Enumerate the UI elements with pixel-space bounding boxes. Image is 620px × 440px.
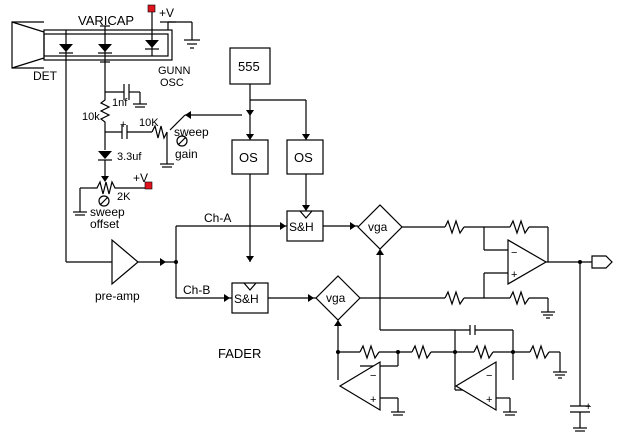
sample-hold-b-label: S&H [234, 292, 259, 306]
fader-opamp-2-minus: − [486, 370, 492, 382]
fader-opamp-2-wires [496, 397, 517, 416]
osc-label: OSC [160, 77, 184, 89]
fader-opamp-1-wires [380, 397, 405, 416]
gunn-supply [147, 4, 200, 49]
sweep-offset-label-2: offset [90, 217, 120, 231]
summing-opamp-minus: − [511, 247, 517, 259]
one-shot-wires [246, 174, 310, 262]
res-10k-label-b: 10K [139, 117, 159, 129]
supply-terminal-top [147, 4, 156, 13]
supply-terminal-offset [144, 181, 153, 190]
preamp-triangle [111, 238, 139, 286]
sweep-gain-label-1: sweep [174, 125, 209, 139]
vga-b-wires [268, 294, 316, 302]
one-shot-label-1: OS [239, 150, 258, 165]
plus-v-label-top: +V [159, 6, 174, 20]
sample-hold-a-label: S&H [289, 220, 314, 234]
output-connector [591, 255, 613, 269]
fader-opamp-2-plus: + [486, 394, 492, 406]
timer-555-block [229, 47, 271, 85]
summing-network [360, 219, 555, 319]
vga-a-wires [323, 222, 358, 230]
varicap-label: VARICAP [78, 13, 134, 28]
cap-1nf-label: 1nf [112, 97, 128, 109]
fader-label: FADER [218, 346, 261, 361]
output-wires [546, 255, 613, 432]
summing-opamp-plus: + [511, 269, 517, 281]
one-shot-block-2 [286, 139, 324, 175]
detector-diode [59, 30, 73, 60]
one-shot-block-1 [231, 139, 269, 175]
fader-opamp-1-plus: + [370, 394, 376, 406]
vga-b-label: vga [326, 291, 346, 305]
preamp-wires [66, 222, 288, 302]
vga-a-label: vga [368, 220, 388, 234]
gunn-label: GUNN [158, 65, 190, 77]
sweep-gain-label-2: gain [175, 147, 198, 161]
channel-a-label: Ch-A [204, 211, 231, 225]
fader-opamp-2 [454, 360, 497, 412]
channel-b-label: Ch-B [183, 283, 210, 297]
one-shot-label-2: OS [294, 150, 313, 165]
fader-opamp-1-minus: − [370, 370, 376, 382]
sweep-offset-label-1: sweep [90, 205, 125, 219]
cap-3-3uf-label: 3.3uf [117, 151, 142, 163]
det-label: DET [33, 69, 58, 83]
cap-plus-label: + [120, 119, 126, 131]
summing-opamp [507, 238, 548, 286]
res-2k-label: 2K [117, 191, 131, 203]
res-10k-label-a: 10k [82, 111, 100, 123]
fader-network [334, 249, 567, 391]
preamp-label: pre-amp [95, 289, 140, 303]
output-cap-plus: + [585, 401, 591, 413]
gunn-diode [145, 20, 159, 56]
timer-555-label: 555 [238, 59, 260, 74]
sample-hold-b [231, 282, 269, 314]
plus-v-label-offset: +V [133, 171, 148, 185]
fader-opamp-1 [338, 360, 381, 412]
timer-distribution-wires [246, 84, 310, 140]
varicap-bias-network [65, 60, 242, 262]
